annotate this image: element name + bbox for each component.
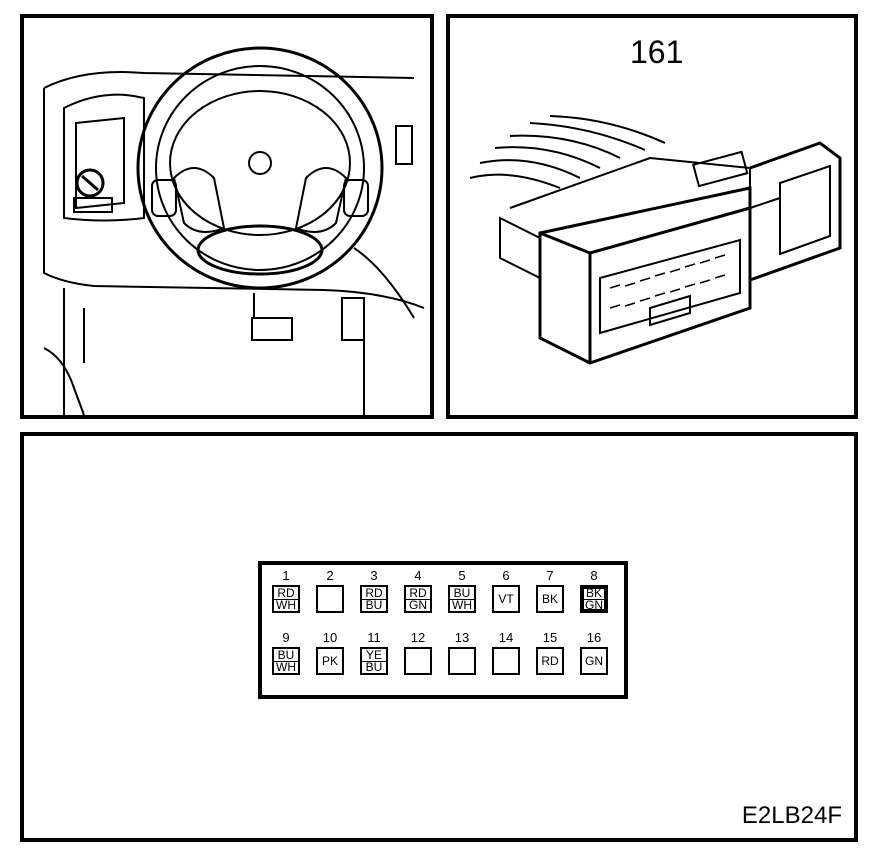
- pin-2: 2: [310, 569, 350, 629]
- pin-number: 1: [282, 568, 290, 583]
- pin-color-box: RD: [536, 647, 564, 675]
- wire-color-code: GN: [406, 598, 430, 611]
- wire-color-code: YE: [365, 647, 382, 662]
- wire-color-code: WH: [450, 597, 474, 612]
- connector-illustration: [469, 115, 842, 365]
- pin-number: 13: [454, 630, 470, 645]
- wire-color-code: GN: [585, 653, 603, 668]
- wire-color-code: RD: [409, 585, 427, 600]
- wire-color-code: BU: [362, 660, 386, 673]
- pin-color-box: [492, 647, 520, 675]
- pin-number: 15: [542, 630, 558, 645]
- pin-color-box: PK: [316, 647, 344, 675]
- pin-color-box: GN: [580, 647, 608, 675]
- pin-number: 5: [458, 568, 466, 583]
- wire-color-code: BK: [585, 585, 602, 600]
- pin-color-box: [448, 647, 476, 675]
- connector-illustration-panel: 161: [446, 14, 858, 419]
- pin-number: 7: [546, 568, 554, 583]
- pin-12: 12: [398, 631, 438, 691]
- steering-wheel-illustration-panel: [20, 14, 434, 419]
- pin-number: 3: [370, 568, 378, 583]
- pin-number: 11: [367, 630, 381, 645]
- wire-color-code: WH: [274, 659, 298, 674]
- pin-number: 10: [322, 630, 338, 645]
- pin-number: 16: [586, 630, 602, 645]
- pin-number: 6: [502, 568, 510, 583]
- pin-color-box: VT: [492, 585, 520, 613]
- steering-wheel-illustration: [43, 46, 425, 415]
- wire-color-code: RD: [541, 653, 559, 668]
- pin-number: 2: [326, 568, 334, 583]
- pin-number: 8: [590, 568, 598, 583]
- pin-number: 12: [410, 630, 426, 645]
- figure-code: E2LB24F: [741, 802, 842, 829]
- pin-number: 14: [498, 630, 514, 645]
- wire-color-code: WH: [274, 597, 298, 612]
- wire-color-code: RD: [365, 585, 383, 600]
- wire-color-code: PK: [321, 653, 338, 668]
- pin-color-box: [316, 585, 344, 613]
- wire-color-code: VT: [498, 591, 514, 606]
- pin-color-box: [404, 647, 432, 675]
- pin-number: 4: [414, 568, 422, 583]
- pin-number: 9: [282, 630, 290, 645]
- pin-color-box: BK: [536, 585, 564, 613]
- wire-color-code: BU: [453, 585, 471, 600]
- wire-color-code: BU: [277, 647, 295, 662]
- pin-14: 14: [486, 631, 526, 691]
- wire-color-code: GN: [584, 597, 604, 612]
- wire-color-code: BU: [362, 598, 386, 611]
- wire-color-code: RD: [277, 585, 295, 600]
- pin-13: 13: [442, 631, 482, 691]
- wire-color-code: BK: [541, 591, 558, 606]
- connector-number: 161: [630, 34, 684, 70]
